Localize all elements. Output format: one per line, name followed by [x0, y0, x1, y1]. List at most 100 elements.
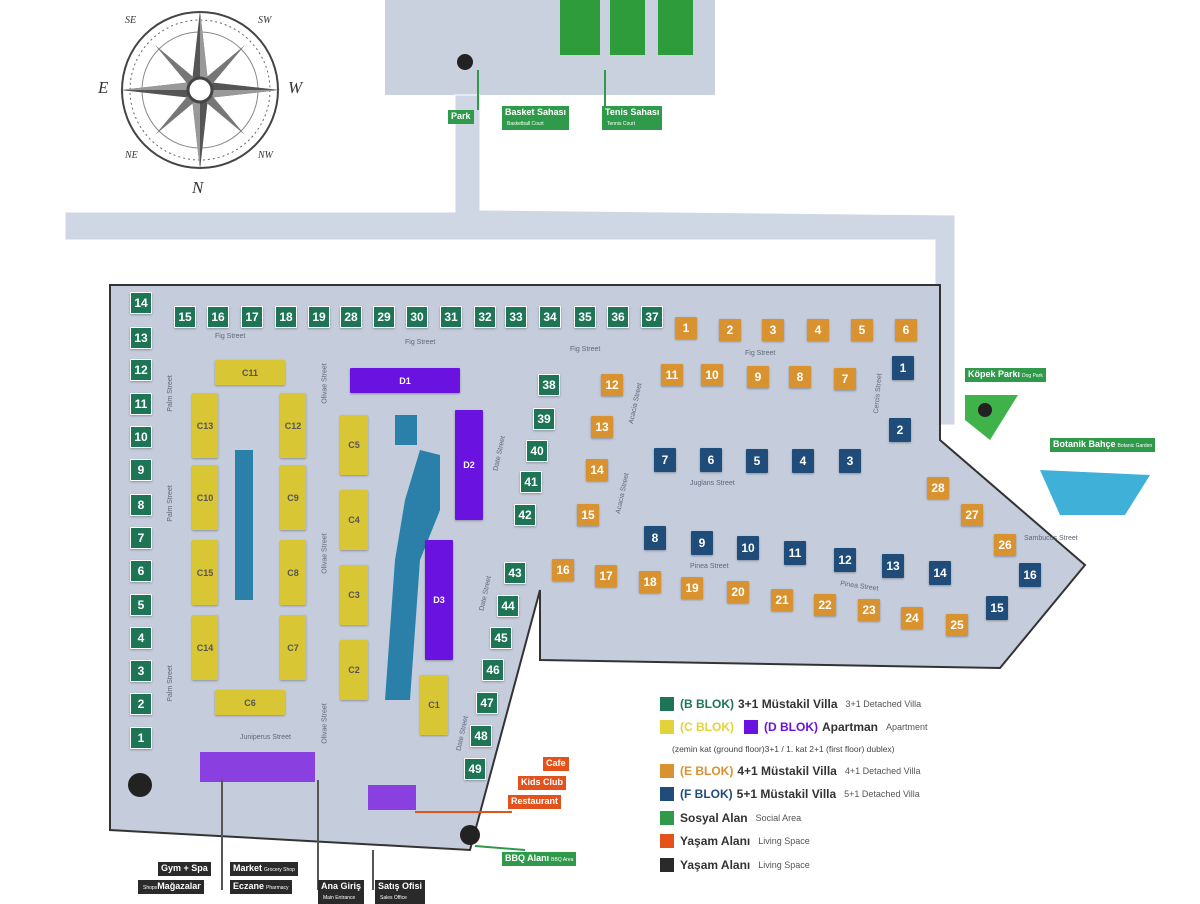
f-blok-lot[interactable]: 4 [792, 449, 814, 473]
c-blok-lot[interactable]: C5 [340, 415, 368, 475]
b-blok-lot[interactable]: 47 [476, 692, 498, 714]
f-blok-lot[interactable]: 5 [746, 449, 768, 473]
e-blok-lot[interactable]: 11 [661, 364, 683, 386]
b-blok-lot[interactable]: 14 [130, 292, 152, 314]
f-blok-lot[interactable]: 1 [892, 356, 914, 380]
b-blok-lot[interactable]: 2 [130, 693, 152, 715]
f-blok-lot[interactable]: 16 [1019, 563, 1041, 587]
b-blok-lot[interactable]: 38 [538, 374, 560, 396]
b-blok-lot[interactable]: 5 [130, 594, 152, 616]
c-blok-lot[interactable]: C10 [192, 465, 218, 530]
b-blok-lot[interactable]: 12 [130, 359, 152, 381]
b-blok-lot[interactable]: 37 [641, 306, 663, 328]
b-blok-lot[interactable]: 29 [373, 306, 395, 328]
b-blok-lot[interactable]: 43 [504, 562, 526, 584]
e-blok-lot[interactable]: 14 [586, 459, 608, 481]
e-blok-lot[interactable]: 23 [858, 599, 880, 621]
e-blok-lot[interactable]: 6 [895, 319, 917, 341]
f-blok-lot[interactable]: 3 [839, 449, 861, 473]
e-blok-lot[interactable]: 8 [789, 366, 811, 388]
e-blok-lot[interactable]: 15 [577, 504, 599, 526]
f-blok-lot[interactable]: 8 [644, 526, 666, 550]
e-blok-lot[interactable]: 22 [814, 594, 836, 616]
b-blok-lot[interactable]: 10 [130, 426, 152, 448]
c-blok-lot[interactable]: C2 [340, 640, 368, 700]
b-blok-lot[interactable]: 35 [574, 306, 596, 328]
e-blok-lot[interactable]: 1 [675, 317, 697, 339]
b-blok-lot[interactable]: 36 [607, 306, 629, 328]
b-blok-lot[interactable]: 44 [497, 595, 519, 617]
b-blok-lot[interactable]: 7 [130, 527, 152, 549]
c-blok-lot[interactable]: C4 [340, 490, 368, 550]
f-blok-lot[interactable]: 14 [929, 561, 951, 585]
e-blok-lot[interactable]: 13 [591, 416, 613, 438]
b-blok-lot[interactable]: 28 [340, 306, 362, 328]
b-blok-lot[interactable]: 16 [207, 306, 229, 328]
f-blok-lot[interactable]: 12 [834, 548, 856, 572]
b-blok-lot[interactable]: 9 [130, 459, 152, 481]
c-blok-lot[interactable]: C15 [192, 540, 218, 605]
d-blok-lot[interactable]: D2 [455, 410, 483, 520]
b-blok-lot[interactable]: 31 [440, 306, 462, 328]
b-blok-lot[interactable]: 48 [470, 725, 492, 747]
b-blok-lot[interactable]: 13 [130, 327, 152, 349]
c-blok-lot[interactable]: C1 [420, 675, 448, 735]
b-blok-lot[interactable]: 49 [464, 758, 486, 780]
b-blok-lot[interactable]: 18 [275, 306, 297, 328]
c-blok-lot[interactable]: C12 [280, 393, 306, 458]
b-blok-lot[interactable]: 15 [174, 306, 196, 328]
e-blok-lot[interactable]: 4 [807, 319, 829, 341]
f-blok-lot[interactable]: 13 [882, 554, 904, 578]
e-blok-lot[interactable]: 21 [771, 589, 793, 611]
b-blok-lot[interactable]: 42 [514, 504, 536, 526]
f-blok-lot[interactable]: 15 [986, 596, 1008, 620]
c-blok-lot[interactable]: C6 [215, 690, 285, 715]
e-blok-lot[interactable]: 28 [927, 477, 949, 499]
e-blok-lot[interactable]: 24 [901, 607, 923, 629]
e-blok-lot[interactable]: 3 [762, 319, 784, 341]
b-blok-lot[interactable]: 19 [308, 306, 330, 328]
e-blok-lot[interactable]: 16 [552, 559, 574, 581]
b-blok-lot[interactable]: 32 [474, 306, 496, 328]
b-blok-lot[interactable]: 6 [130, 560, 152, 582]
e-blok-lot[interactable]: 17 [595, 565, 617, 587]
b-blok-lot[interactable]: 8 [130, 494, 152, 516]
e-blok-lot[interactable]: 10 [701, 364, 723, 386]
f-blok-lot[interactable]: 6 [700, 448, 722, 472]
c-blok-lot[interactable]: C14 [192, 615, 218, 680]
b-blok-lot[interactable]: 11 [130, 393, 152, 415]
e-blok-lot[interactable]: 5 [851, 319, 873, 341]
e-blok-lot[interactable]: 19 [681, 577, 703, 599]
c-blok-lot[interactable]: C8 [280, 540, 306, 605]
e-blok-lot[interactable]: 2 [719, 319, 741, 341]
d-blok-lot[interactable]: D3 [425, 540, 453, 660]
b-blok-lot[interactable]: 4 [130, 627, 152, 649]
f-blok-lot[interactable]: 10 [737, 536, 759, 560]
gym-spa-label[interactable]: Gym + Spa [158, 862, 211, 876]
b-blok-lot[interactable]: 40 [526, 440, 548, 462]
f-blok-lot[interactable]: 11 [784, 541, 806, 565]
c-blok-lot[interactable]: C3 [340, 565, 368, 625]
e-blok-lot[interactable]: 7 [834, 368, 856, 390]
e-blok-lot[interactable]: 9 [747, 366, 769, 388]
park-label[interactable]: Park [448, 110, 474, 124]
f-blok-lot[interactable]: 7 [654, 448, 676, 472]
restaurant-label[interactable]: Restaurant [508, 795, 562, 809]
b-blok-lot[interactable]: 45 [490, 627, 512, 649]
e-blok-lot[interactable]: 27 [961, 504, 983, 526]
c-blok-lot[interactable]: C11 [215, 360, 285, 385]
b-blok-lot[interactable]: 17 [241, 306, 263, 328]
e-blok-lot[interactable]: 20 [727, 581, 749, 603]
b-blok-lot[interactable]: 1 [130, 727, 152, 749]
e-blok-lot[interactable]: 25 [946, 614, 968, 636]
b-blok-lot[interactable]: 41 [520, 471, 542, 493]
